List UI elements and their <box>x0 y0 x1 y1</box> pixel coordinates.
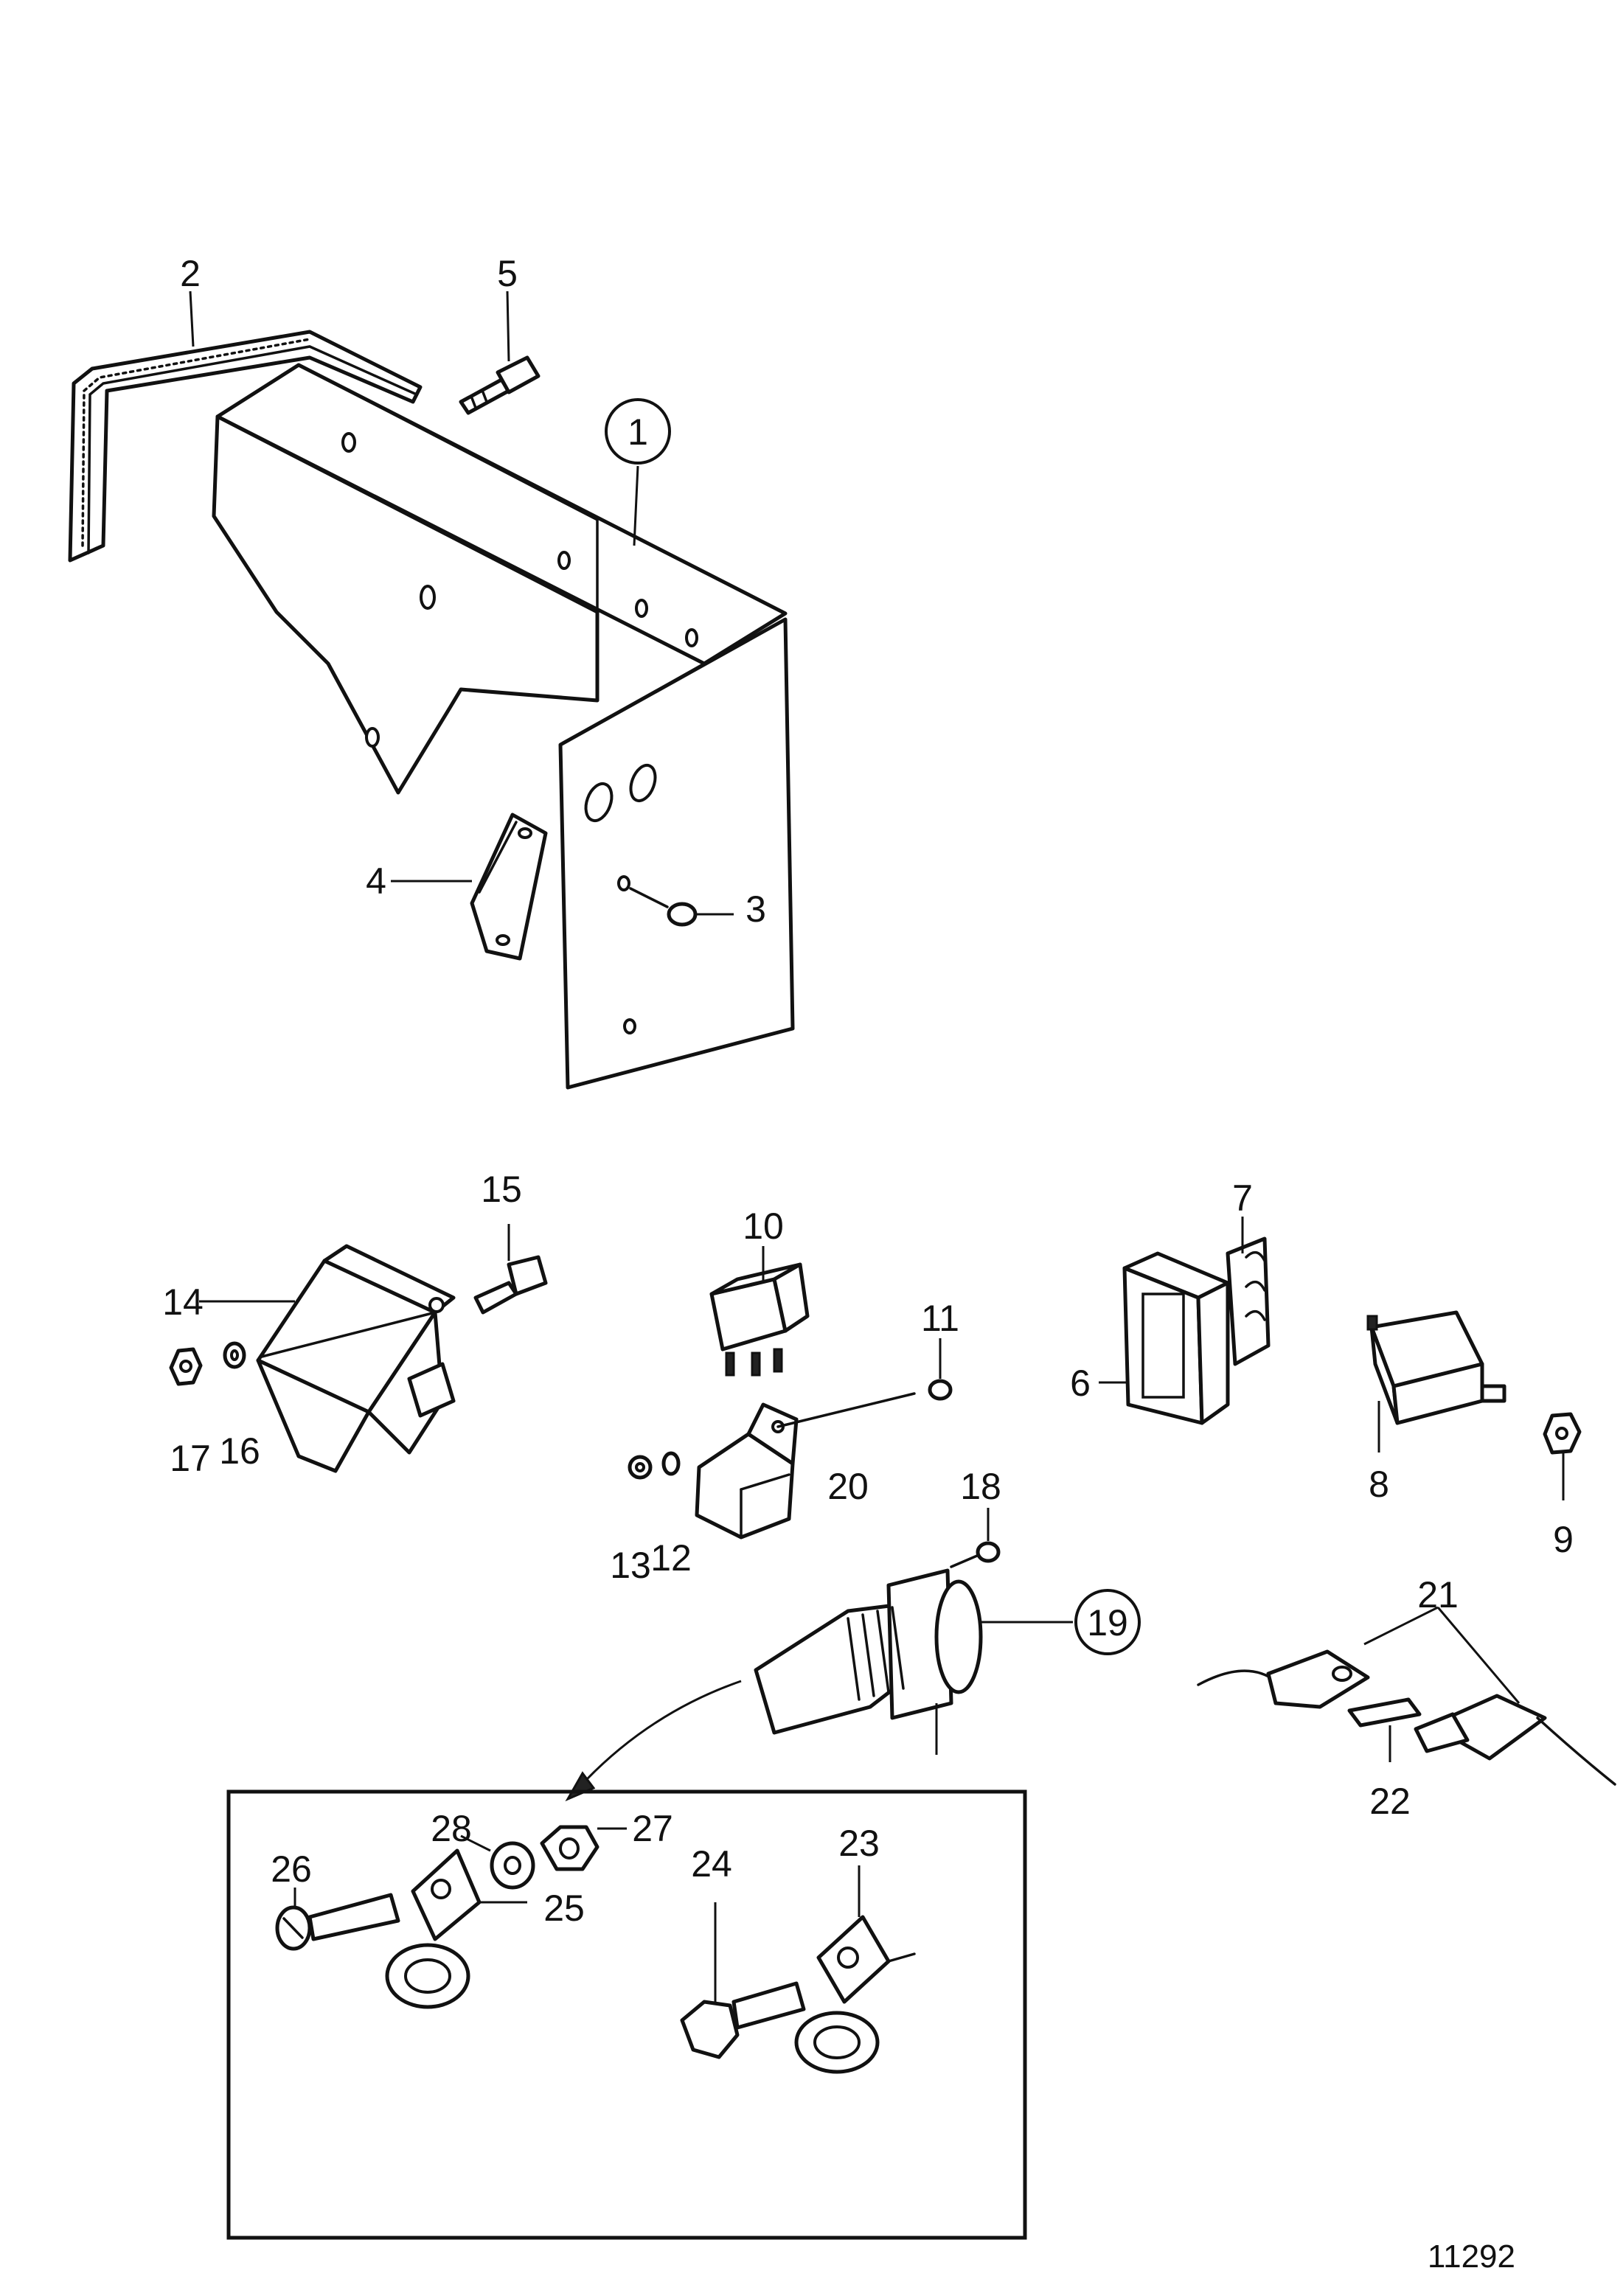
callout-23: 23 <box>838 1823 880 1864</box>
rubber-pad-4 <box>470 813 548 961</box>
bolt-5 <box>459 355 541 415</box>
nut-13 <box>628 1455 653 1480</box>
bolt-24 <box>680 1981 806 2059</box>
connector-19 <box>754 1568 983 1735</box>
washer-12 <box>661 1451 681 1476</box>
callout-5: 5 <box>497 253 518 294</box>
screw-11 <box>776 1379 953 1428</box>
callout-12: 12 <box>650 1537 692 1579</box>
callout-8: 8 <box>1369 1464 1389 1505</box>
callout-16: 16 <box>219 1430 260 1472</box>
control-unit-14 <box>256 1244 456 1473</box>
screw-18 <box>950 1541 1001 1568</box>
callout-15: 15 <box>481 1169 522 1210</box>
callout-6: 6 <box>1070 1363 1091 1404</box>
washer-28 <box>490 1841 535 1890</box>
relay-holder-20 <box>695 1402 799 1540</box>
callout-25: 25 <box>543 1888 585 1929</box>
callout-11: 11 <box>921 1298 959 1339</box>
callout-labels: 1 2 3 4 5 6 7 8 9 10 11 12 13 14 15 16 1… <box>162 253 1574 1929</box>
callout-4: 4 <box>366 860 386 902</box>
callout-18: 18 <box>960 1466 1001 1507</box>
callout-10: 10 <box>743 1206 784 1247</box>
reference-number: 11292 <box>1428 2238 1515 2275</box>
callout-21: 21 <box>1417 1574 1459 1615</box>
callout-27: 27 <box>632 1808 673 1849</box>
mounting-bracket <box>212 363 795 1090</box>
callout-19-circle <box>1074 1589 1141 1655</box>
nut-17 <box>169 1347 203 1386</box>
callout-9: 9 <box>1553 1519 1574 1560</box>
washer-16 <box>223 1341 246 1369</box>
callout-2: 2 <box>180 253 201 294</box>
callout-19: 19 <box>1087 1602 1128 1643</box>
clamp-25 <box>385 1848 482 2009</box>
cable-connector-21 <box>1197 1649 1616 1786</box>
callout-26: 26 <box>271 1848 312 1890</box>
screw-26 <box>275 1893 400 1951</box>
leader-lines <box>189 291 1565 2002</box>
callout-3: 3 <box>746 888 766 930</box>
bolt-15 <box>473 1255 548 1315</box>
detail-inset <box>226 1789 1027 2240</box>
fuse-clip-7 <box>1226 1236 1271 1366</box>
callout-17: 17 <box>170 1438 211 1479</box>
callout-28: 28 <box>431 1808 472 1849</box>
callout-13: 13 <box>610 1545 651 1586</box>
callout-22: 22 <box>1369 1781 1411 1822</box>
callout-20: 20 <box>827 1466 869 1507</box>
callout-1-circle <box>605 398 671 465</box>
pin-22 <box>1347 1697 1422 1728</box>
detail-arrow <box>574 1680 742 1793</box>
edge-protection-strip <box>68 330 423 563</box>
nut-27 <box>540 1825 599 1871</box>
callout-1: 1 <box>628 411 648 453</box>
relay-10 <box>709 1262 810 1377</box>
callout-14: 14 <box>162 1281 204 1323</box>
screw-3 <box>629 887 698 927</box>
callout-24: 24 <box>691 1843 732 1885</box>
flasher-unit-8 <box>1366 1310 1506 1425</box>
cover-6 <box>1122 1251 1230 1425</box>
nut-9 <box>1543 1412 1582 1455</box>
clamp-23 <box>794 1915 916 2074</box>
callout-7: 7 <box>1232 1177 1253 1219</box>
